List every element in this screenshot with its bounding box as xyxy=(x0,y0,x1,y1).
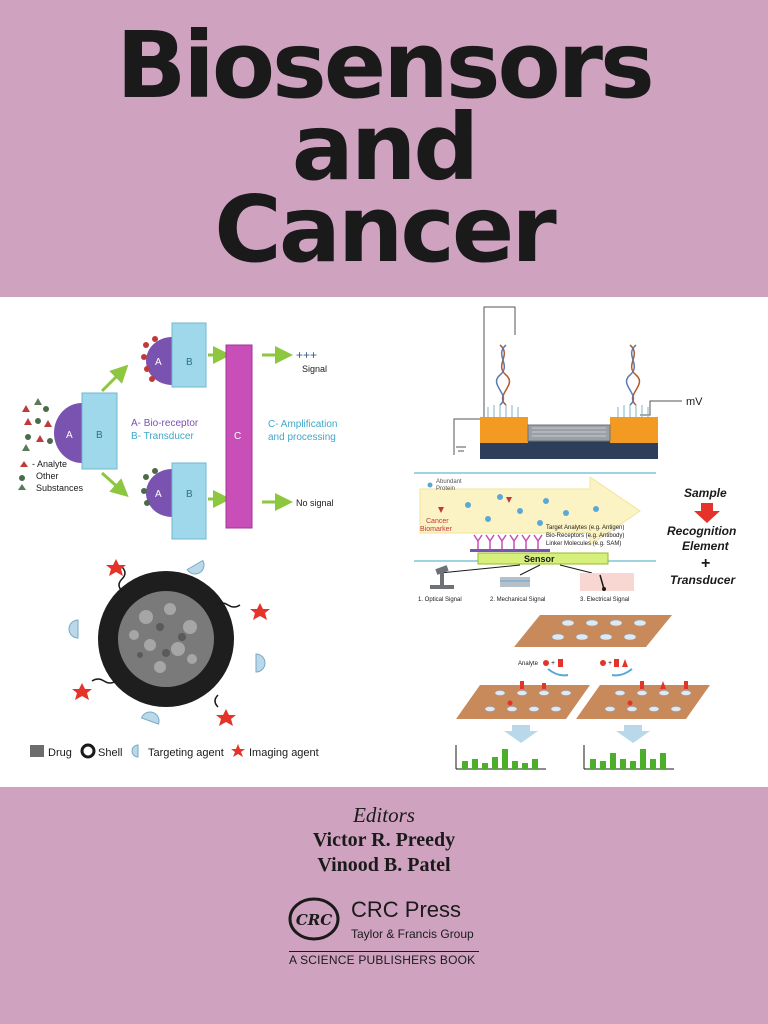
editor-name-1: Victor R. Preedy xyxy=(312,829,456,851)
publisher-block: CRC CRC Press Taylor & Francis Group A S… xyxy=(287,895,487,975)
receptor-a-main xyxy=(54,403,82,463)
title-band: Biosensors and Cancer xyxy=(0,0,768,297)
optical-signal-label: 1. Optical Signal xyxy=(418,597,462,603)
analyte-legend: - Analyte xyxy=(32,459,67,469)
svg-text:+: + xyxy=(608,660,612,667)
no-signal-label: No signal xyxy=(296,498,334,508)
shell-legend-label: Shell xyxy=(98,747,122,759)
abundant-label-2: Protein xyxy=(436,486,455,492)
signal-plus: +++ xyxy=(296,348,317,362)
biosensor-schematic-figure: A B A- Bio-receptor B- Transducer A B A xyxy=(18,322,337,540)
transducer-b-main xyxy=(81,392,118,470)
electrical-signal-label: 3. Electrical Signal xyxy=(580,597,629,603)
dna-right xyxy=(625,344,641,406)
block-b-label: B xyxy=(96,430,103,441)
publisher-group: Taylor & Francis Group xyxy=(351,927,474,941)
transducer-b-upper xyxy=(171,322,207,388)
imaging-agents xyxy=(72,559,270,726)
bar-chart-left xyxy=(455,745,546,770)
imaging-legend-icon xyxy=(231,744,245,757)
transducer-label: Transducer xyxy=(670,573,736,587)
title-line-2: and xyxy=(291,94,479,201)
crc-logo-text: CRC xyxy=(296,911,332,929)
block-b-upper-label: B xyxy=(186,357,193,368)
dna-left xyxy=(495,344,511,406)
electrode-base xyxy=(480,441,658,459)
block-b-lower-label: B xyxy=(186,489,193,500)
analyte-label: Analyte xyxy=(518,661,539,667)
bioreceptors-label: Bio-Receptors (e.g. Antibody) xyxy=(546,533,624,539)
publisher-imprint: A SCIENCE PUBLISHERS BOOK xyxy=(289,953,476,967)
crc-logo-icon: CRC xyxy=(288,897,340,941)
element-label: Element xyxy=(682,539,730,553)
title-line-3: Cancer xyxy=(214,176,556,283)
legend-bioreceptor: A- Bio-receptor xyxy=(131,418,199,429)
cancer-label-2: Biomarker xyxy=(420,526,453,533)
microscope-icon xyxy=(430,565,454,589)
editor-name-2: Vinood B. Patel xyxy=(317,854,451,876)
block-c-label: C xyxy=(234,431,241,442)
target-analytes-label: Target Analytes (e.g. Antigen) xyxy=(546,525,624,531)
recognition-label: Recognition xyxy=(667,524,736,538)
block-a-lower-label: A xyxy=(155,489,162,500)
publisher-rule xyxy=(289,951,479,952)
receptor-a-upper xyxy=(146,337,172,385)
receptor-a-lower xyxy=(146,469,172,517)
nanoparticle-figure: Drug Shell Targeting agent Imaging agent xyxy=(30,559,319,759)
mv-label: mV xyxy=(686,396,703,408)
signal-label: Signal xyxy=(302,364,327,374)
amplifier-c xyxy=(225,344,253,529)
biomarker-sensor-figure: Abundant Protein Cancer Biomarker Target… xyxy=(414,472,736,603)
cover-artwork: A B A- Bio-receptor B- Transducer A B A xyxy=(0,297,768,787)
other-label-1: Other xyxy=(36,471,59,481)
cancer-label-1: Cancer xyxy=(426,518,449,525)
linker-label: Linker Molecules (e.g. SAM) xyxy=(546,541,621,547)
electrode-right xyxy=(610,417,658,443)
imaging-legend-label: Imaging agent xyxy=(249,747,319,759)
transducer-b-lower xyxy=(171,462,207,540)
shell-legend-icon xyxy=(80,743,96,759)
title-line-1: Biosensors xyxy=(116,12,655,119)
bar-chart-right xyxy=(583,745,674,770)
legend-amplification: C- Amplification xyxy=(268,419,337,430)
targeting-legend-label: Targeting agent xyxy=(148,747,224,759)
dna-electrode-figure: mV xyxy=(453,306,703,459)
plus-label: + xyxy=(701,555,710,572)
sensor-label: Sensor xyxy=(524,554,555,564)
svg-text:+: + xyxy=(551,660,555,667)
sensor-bar xyxy=(477,552,609,565)
abundant-label-1: Abundant xyxy=(436,479,462,485)
legend-processing: and processing xyxy=(268,432,336,443)
other-label-2: Substances xyxy=(36,483,84,493)
flow-arrow xyxy=(419,476,641,546)
publisher-name: CRC Press xyxy=(351,897,462,922)
legend-transducer: B- Transducer xyxy=(131,431,194,442)
microarray-figure: Analyte + + xyxy=(455,615,710,770)
electrode-left xyxy=(480,417,528,443)
sample-label: Sample xyxy=(684,486,727,500)
nanotube-channel xyxy=(527,424,611,442)
block-a-upper-label: A xyxy=(155,357,162,368)
analyte-cluster xyxy=(22,398,53,451)
mechanical-signal-label: 2. Mechanical Signal xyxy=(490,597,545,603)
editors-band: Editors Victor R. Preedy Vinood B. Patel… xyxy=(0,787,768,1024)
targeting-legend-icon xyxy=(131,744,139,758)
drug-legend-label: Drug xyxy=(48,747,72,759)
chip-right xyxy=(576,685,710,719)
electrical-signal-icon xyxy=(580,573,634,591)
drug-legend-icon xyxy=(30,745,44,757)
cantilever-icon xyxy=(500,577,530,587)
editors-heading: Editors xyxy=(353,803,415,827)
block-a-label: A xyxy=(66,430,73,441)
chip-left xyxy=(456,685,590,719)
down-arrow-icon xyxy=(694,503,720,523)
